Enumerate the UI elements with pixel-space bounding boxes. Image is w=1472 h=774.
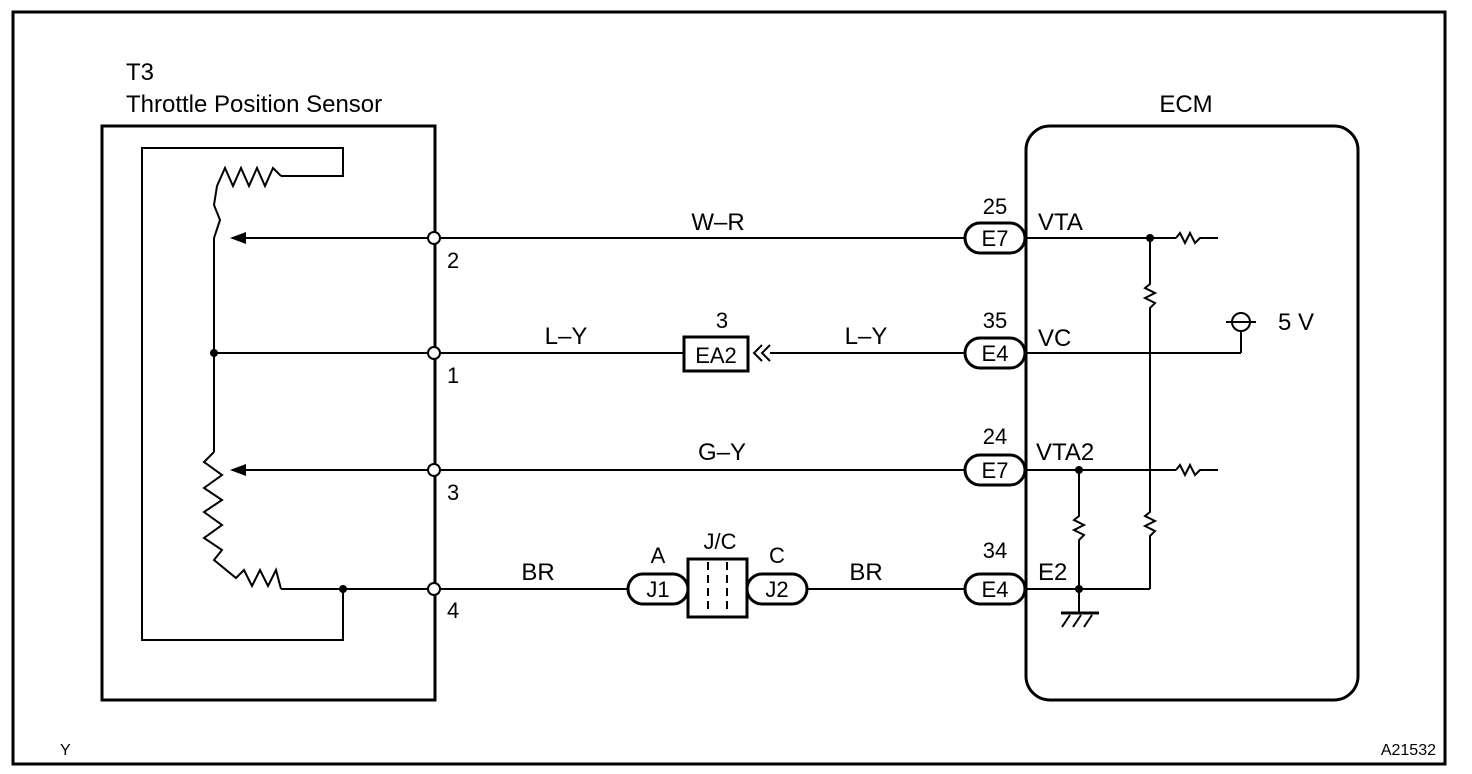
lower-resistor — [202, 451, 282, 590]
ground-hatch-3 — [1083, 614, 1093, 628]
sensor-pin-4: 4 — [447, 598, 459, 623]
junction-ea2 — [682, 335, 750, 373]
connector-mark-1 — [752, 344, 763, 362]
ecm-vta2-resistor — [1175, 462, 1218, 478]
ecm-label: ECM — [1159, 91, 1212, 118]
ecm-connector-vc-label: E4 — [982, 341, 1009, 366]
sensor-pin-1: 1 — [447, 363, 459, 388]
sensor-pin-1-terminal — [427, 346, 441, 360]
ecm-pin-vta: 25 — [983, 194, 1007, 219]
sensor-pin-2: 2 — [447, 248, 459, 273]
ecm-pin-vc: 35 — [983, 308, 1007, 333]
ecm-pin-vta2: 24 — [983, 424, 1007, 449]
sensor-inner-rail — [141, 147, 344, 641]
ecm-vta-resistor — [1175, 230, 1218, 246]
jc-body — [686, 557, 749, 619]
wiper-arrow-upper — [230, 232, 246, 244]
sensor-pin-3-terminal — [427, 463, 441, 477]
jc-j2-label: J2 — [765, 577, 788, 602]
wiper-arrow-lower — [230, 464, 246, 476]
ecm-connector-vta-label: E7 — [982, 226, 1009, 251]
ecm-vta2-pulldown — [1071, 470, 1087, 589]
ecm-connector-e2-label: E4 — [982, 577, 1009, 602]
ecm-terminal-vc: VC — [1038, 325, 1071, 352]
ecm-box — [1024, 124, 1360, 702]
ground-hatch-1 — [1061, 614, 1071, 628]
wire-color-vc-right: L–Y — [845, 323, 888, 350]
wire-color-vta2: G–Y — [698, 439, 746, 466]
wire-color-e2-left: BR — [521, 559, 554, 586]
jc-j2-pin: C — [769, 543, 785, 568]
upper-resistor — [212, 165, 282, 252]
ecm-terminal-e2: E2 — [1038, 559, 1067, 586]
junction-ea2-pin: 3 — [716, 308, 728, 333]
connector-mark-2 — [760, 344, 771, 362]
sensor-pin-2-terminal — [427, 231, 441, 245]
figure-id: A21532 — [1381, 742, 1436, 759]
sensor-name: Throttle Position Sensor — [126, 91, 382, 118]
sensor-ground-dot — [339, 585, 347, 593]
supply-voltage: 5 V — [1278, 309, 1314, 336]
corner-label-left: Y — [60, 742, 71, 759]
ecm-pin-e2: 34 — [983, 538, 1007, 563]
jc-j1-pin: A — [651, 543, 666, 568]
sensor-code: T3 — [126, 59, 154, 86]
jc-label: J/C — [704, 529, 737, 554]
wire-color-vc-left: L–Y — [545, 323, 588, 350]
ecm-terminal-vta2: VTA2 — [1036, 439, 1094, 466]
jc-j1-label: J1 — [646, 577, 669, 602]
ecm-connector-vta2-label: E7 — [982, 458, 1009, 483]
ground-hatch-2 — [1072, 614, 1082, 628]
sensor-pin-4-terminal — [427, 582, 441, 596]
wire-color-vta: W–R — [691, 209, 744, 236]
sensor-pin-3: 3 — [447, 480, 459, 505]
diagram-frame — [11, 10, 1447, 766]
sensor-box — [100, 124, 437, 702]
ecm-pullup-resistor — [1142, 238, 1158, 589]
wire-color-e2-right: BR — [849, 559, 882, 586]
junction-ea2-label: EA2 — [695, 343, 737, 368]
ecm-terminal-vta: VTA — [1038, 209, 1083, 236]
